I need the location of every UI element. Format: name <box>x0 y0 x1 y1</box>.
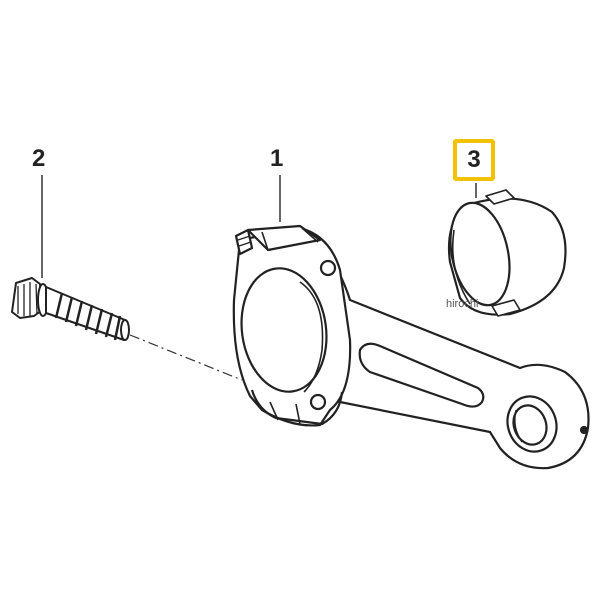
callout-part-2: 2 <box>32 145 46 172</box>
bearing-shell-icon <box>447 189 567 317</box>
bolt-icon <box>11 277 130 341</box>
assembly-axis-line <box>129 334 243 381</box>
callout-part-1: 1 <box>270 145 284 172</box>
connecting-rod-icon <box>232 224 590 470</box>
watermark-text: hirochi <box>446 298 479 310</box>
callout-part-3-highlighted: 3 <box>453 139 495 181</box>
